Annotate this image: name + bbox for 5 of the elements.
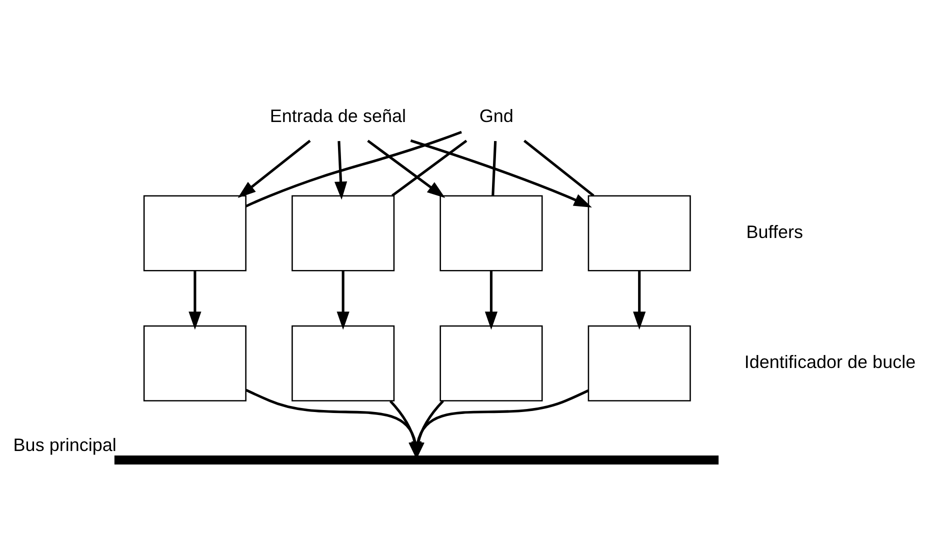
node-text: Gnd bbox=[478, 106, 513, 126]
label: Identificador de bucle bbox=[744, 352, 916, 372]
node-text: Entrada de señal bbox=[269, 106, 406, 126]
label: Buffers bbox=[746, 222, 802, 242]
node-label: Bus principal bbox=[12, 435, 116, 456]
